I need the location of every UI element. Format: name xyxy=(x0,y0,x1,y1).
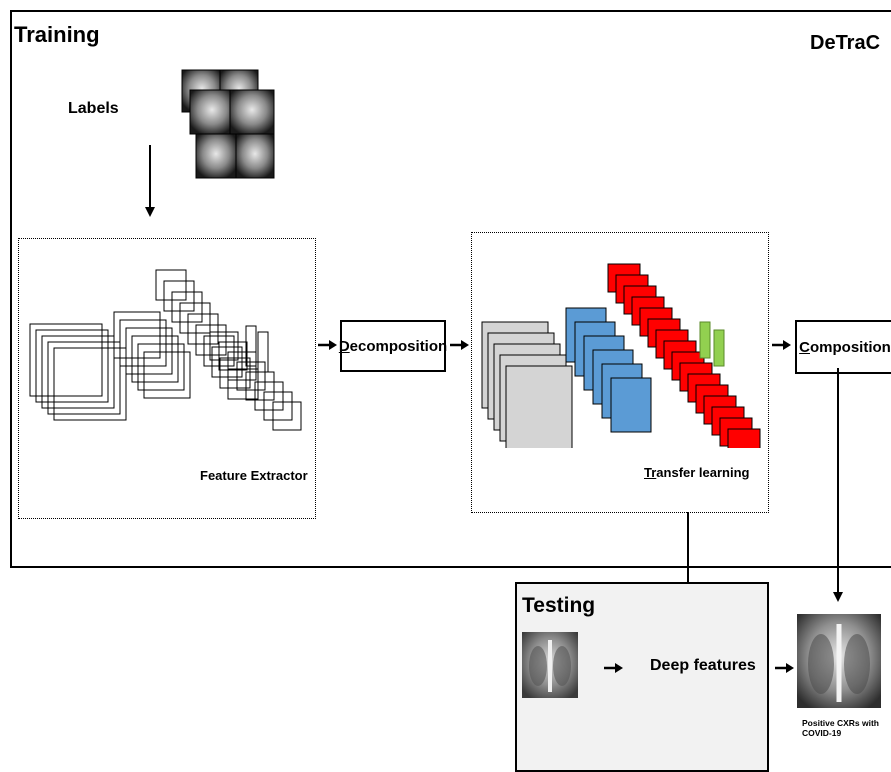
tl-blue-layer xyxy=(610,377,652,433)
training-title: Training xyxy=(14,22,100,47)
tl-green-layer xyxy=(713,329,725,367)
fe-layer xyxy=(53,347,127,421)
composition-box: Composition xyxy=(795,320,891,374)
fe-layer xyxy=(41,335,115,409)
xray-stack-image xyxy=(181,69,275,179)
fe-layer xyxy=(163,280,195,312)
arrow-to-deep-features xyxy=(604,663,623,673)
feature-extractor-label: Feature Extractor xyxy=(200,468,308,483)
tl-gray-layer xyxy=(505,365,573,448)
fe-layer xyxy=(29,323,103,397)
composition-down-arrow xyxy=(833,368,843,602)
tl-green-layer xyxy=(699,321,711,359)
fe-layer xyxy=(35,329,109,403)
feature-extractor-box xyxy=(18,238,316,519)
fe-layer xyxy=(218,341,248,371)
fe-layer xyxy=(263,391,293,421)
deep-features-label: Deep features xyxy=(650,657,756,674)
fe-layer xyxy=(272,401,302,431)
arrow-to-result xyxy=(775,663,794,673)
labels-text: Labels xyxy=(68,100,119,117)
fe-layer xyxy=(187,313,219,345)
arrow-to-transfer xyxy=(450,340,469,350)
fe-layer xyxy=(209,331,239,361)
decomposition-label: ecomposition xyxy=(349,337,448,355)
fe-layer xyxy=(254,381,284,411)
fe-fc-layer xyxy=(257,331,269,373)
transfer-underlined: Tr xyxy=(644,465,657,480)
composition-label: omposition xyxy=(810,338,891,356)
result-xray-image xyxy=(797,614,881,708)
test-xray-image xyxy=(522,632,578,698)
transfer-learning-box xyxy=(471,232,769,513)
feature-extractor-network xyxy=(29,269,302,431)
transfer-learning-network xyxy=(481,263,761,448)
decomposition-box: Decomposition xyxy=(338,320,448,372)
fe-layer xyxy=(155,269,187,301)
result-caption-line1: Positive CXRs with xyxy=(802,718,879,728)
decomposition-underlined: D xyxy=(338,337,350,355)
fe-layer xyxy=(195,324,227,356)
fe-fc-layer xyxy=(245,325,257,367)
arrow-to-decomposition xyxy=(318,340,337,350)
result-caption: Positive CXRs with COVID-19 xyxy=(802,718,891,738)
arrow-to-composition xyxy=(772,340,791,350)
fe-layer xyxy=(143,351,191,399)
result-caption-line2: COVID-19 xyxy=(802,728,842,738)
transfer-learning-label-wrap: Transfer learning xyxy=(644,465,750,480)
fe-layer xyxy=(131,335,179,383)
fe-layer xyxy=(227,368,259,400)
transfer-learning-label: ansfer learning xyxy=(656,465,750,480)
fe-layer xyxy=(113,311,161,359)
fe-layer xyxy=(119,319,167,367)
fe-layer xyxy=(219,357,251,389)
fe-layer xyxy=(179,302,211,334)
fe-layer xyxy=(236,361,266,391)
testing-title: Testing xyxy=(522,594,596,617)
training-panel xyxy=(10,10,891,568)
composition-underlined: C xyxy=(799,338,810,356)
fe-layer xyxy=(171,291,203,323)
fe-layer xyxy=(125,327,173,375)
fe-layer xyxy=(137,343,185,391)
detrac-brand: DeTraC xyxy=(810,32,881,54)
testing-panel xyxy=(515,582,769,772)
labels-down-arrow xyxy=(145,145,155,217)
fe-layer xyxy=(47,341,121,415)
tl-red-layer xyxy=(727,428,761,448)
